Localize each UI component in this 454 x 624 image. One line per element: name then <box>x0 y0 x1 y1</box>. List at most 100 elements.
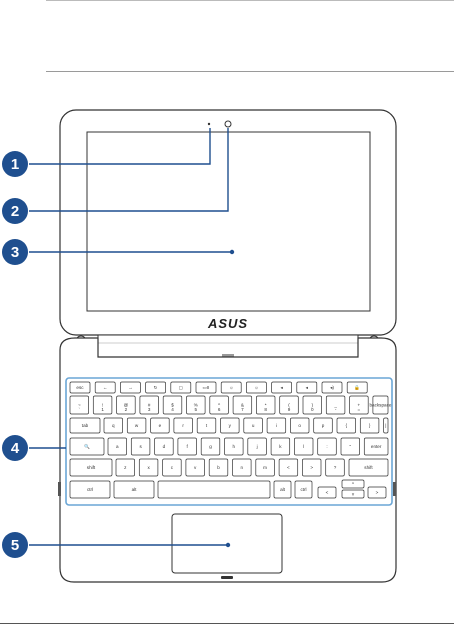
key-label: m <box>263 465 267 470</box>
key-sub-label: 9 <box>288 407 291 412</box>
key-label: h <box>233 444 236 449</box>
key: d <box>155 438 174 455</box>
key-label: < <box>326 490 329 495</box>
key-label: : <box>326 444 327 449</box>
key: g <box>201 438 220 455</box>
key-label: ◂) <box>330 385 334 390</box>
key-label: ← <box>103 385 108 390</box>
key: s <box>131 438 150 455</box>
key: ◂) <box>322 382 342 393</box>
key: alt <box>114 481 154 498</box>
key: q <box>104 418 123 433</box>
camera <box>225 121 231 127</box>
key: z <box>116 459 135 476</box>
key: w <box>127 418 146 433</box>
key: j <box>248 438 267 455</box>
key: p <box>314 418 333 433</box>
key-sub-label: = <box>358 407 361 412</box>
key-sub-label: 6 <box>218 407 221 412</box>
key: u <box>244 418 263 433</box>
key: ▢ <box>171 382 191 393</box>
key: → <box>120 382 140 393</box>
key: y <box>221 418 240 433</box>
key: ◂ <box>272 382 292 393</box>
key: ◂ <box>297 382 317 393</box>
key: c <box>163 459 182 476</box>
key: " <box>341 438 360 455</box>
key-label: < <box>287 465 290 470</box>
key: i <box>267 418 286 433</box>
key: } <box>360 418 379 433</box>
key: ☼ <box>246 382 266 393</box>
key: a <box>108 438 127 455</box>
key-label: g <box>209 444 212 449</box>
key-label: > <box>376 490 379 495</box>
key: shift <box>70 459 112 476</box>
key-label: ctrl <box>87 487 93 492</box>
key: > <box>368 487 386 498</box>
key-label: ctrl <box>300 487 306 492</box>
callout-4: 4 <box>2 435 66 461</box>
callout-number: 2 <box>11 203 19 220</box>
key-label: backspace <box>369 403 391 408</box>
key-label: d <box>163 444 166 449</box>
key-label: ↻ <box>154 385 158 390</box>
key: shift <box>349 459 388 476</box>
key: enter <box>364 438 388 455</box>
key-label: l <box>303 444 304 449</box>
key: esc <box>70 382 90 393</box>
key: l <box>294 438 313 455</box>
key <box>158 481 270 498</box>
callout-number: 4 <box>11 440 20 457</box>
key-label: i <box>276 423 277 428</box>
microphone <box>208 123 210 125</box>
key: v <box>186 459 205 476</box>
key-label: n <box>241 465 244 470</box>
key-label: ▭II <box>203 385 210 390</box>
key-sub-label: 1 <box>101 407 104 412</box>
key-label: ? <box>334 465 337 470</box>
key-label: > <box>310 465 313 470</box>
key-sub-label: 4 <box>171 407 174 412</box>
key-label: j <box>256 444 258 449</box>
key: 🔒 <box>347 382 367 393</box>
key: | <box>384 418 388 433</box>
key: ▭II <box>196 382 216 393</box>
key: e <box>151 418 170 433</box>
key: ↻ <box>146 382 166 393</box>
key-label: ▢ <box>179 385 184 390</box>
callout-number: 5 <box>11 537 19 554</box>
key: < <box>279 459 298 476</box>
key: n <box>233 459 252 476</box>
asus-logo: ASUS <box>207 316 248 331</box>
key: < <box>318 487 336 498</box>
key-label: alt <box>280 487 286 492</box>
key-label: | <box>385 423 386 428</box>
status-led <box>221 576 233 579</box>
key-sub-label: 7 <box>241 407 244 412</box>
key: h <box>225 438 244 455</box>
key-label: e <box>159 423 162 428</box>
hinge <box>98 335 358 357</box>
key-label: p <box>322 423 325 428</box>
key: o <box>290 418 309 433</box>
key-label: alt <box>132 487 138 492</box>
key: ^ <box>342 480 364 488</box>
key: t <box>197 418 216 433</box>
key-sub-label: 2 <box>125 407 128 412</box>
key: > <box>302 459 321 476</box>
key: ? <box>326 459 345 476</box>
key: r <box>174 418 193 433</box>
key-label: shift <box>364 465 373 470</box>
key: ctrl <box>295 481 312 498</box>
key: m <box>256 459 275 476</box>
key: b <box>209 459 228 476</box>
key: f <box>178 438 197 455</box>
callout-number: 3 <box>11 244 19 261</box>
key-sub-label: 3 <box>148 407 151 412</box>
key: ← <box>95 382 115 393</box>
key: ☼ <box>221 382 241 393</box>
key-label: → <box>128 385 133 390</box>
key-label: esc <box>76 385 84 390</box>
